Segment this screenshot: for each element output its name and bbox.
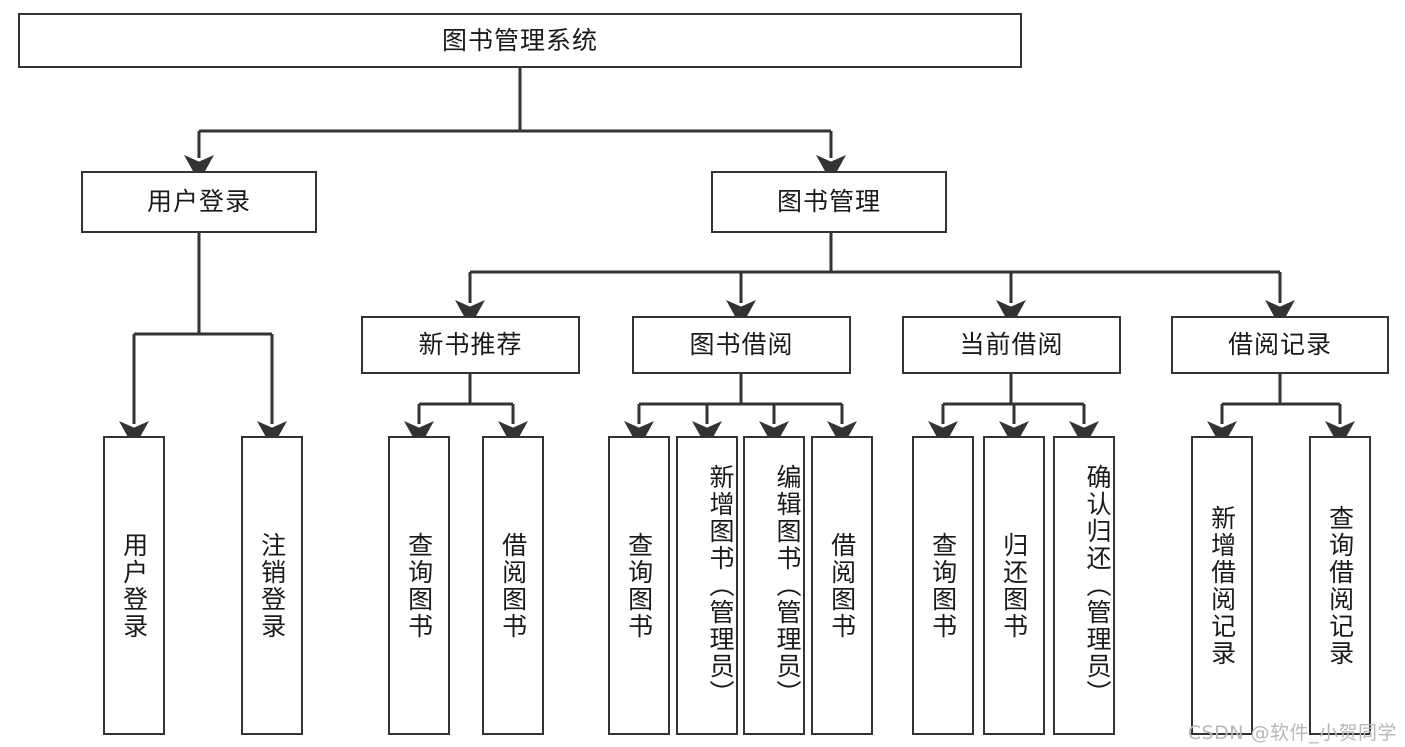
node-user-login-label: 用户登录 — [146, 187, 251, 217]
node-leaf-query-record-label: 查询借阅记录 — [1325, 504, 1355, 667]
node-borrow-record[interactable]: 借阅记录 — [1171, 316, 1389, 374]
node-leaf-query-book-1-label: 查询图书 — [404, 531, 434, 640]
node-user-login[interactable]: 用户登录 — [81, 171, 317, 233]
node-leaf-query-book-2[interactable]: 查询图书 — [608, 436, 670, 735]
node-leaf-query-book-3[interactable]: 查询图书 — [912, 436, 974, 735]
node-new-book-rec-label: 新书推荐 — [418, 330, 523, 360]
node-new-book-rec[interactable]: 新书推荐 — [361, 316, 580, 374]
node-leaf-query-record[interactable]: 查询借阅记录 — [1309, 436, 1371, 735]
node-leaf-query-book-1[interactable]: 查询图书 — [388, 436, 450, 735]
node-leaf-user-login-label: 用户登录 — [119, 531, 149, 640]
node-leaf-add-book[interactable]: 新增图书（管理员） — [676, 436, 738, 735]
node-leaf-return-book[interactable]: 归还图书 — [983, 436, 1045, 735]
node-book-borrow[interactable]: 图书借阅 — [632, 316, 851, 374]
node-borrow-record-label: 借阅记录 — [1227, 330, 1332, 360]
node-leaf-logout[interactable]: 注销登录 — [241, 436, 303, 735]
node-leaf-borrow-book-1[interactable]: 借阅图书 — [482, 436, 544, 735]
node-root[interactable]: 图书管理系统 — [18, 13, 1022, 68]
node-leaf-add-record[interactable]: 新增借阅记录 — [1191, 436, 1253, 735]
node-book-borrow-label: 图书借阅 — [689, 330, 794, 360]
node-leaf-confirm-return-label: 确认归还（管理员） — [1083, 464, 1112, 707]
node-leaf-confirm-return[interactable]: 确认归还（管理员） — [1053, 436, 1115, 735]
node-leaf-logout-label: 注销登录 — [257, 531, 287, 640]
node-current-borrow-label: 当前借阅 — [959, 330, 1064, 360]
node-book-manage-label: 图书管理 — [776, 187, 881, 217]
node-current-borrow[interactable]: 当前借阅 — [902, 316, 1121, 374]
node-leaf-add-book-label: 新增图书（管理员） — [706, 464, 735, 707]
node-root-label: 图书管理系统 — [441, 25, 598, 55]
node-leaf-user-login[interactable]: 用户登录 — [103, 436, 165, 735]
node-leaf-borrow-book-2-label: 借阅图书 — [827, 531, 857, 640]
node-leaf-borrow-book-2[interactable]: 借阅图书 — [811, 436, 873, 735]
node-leaf-edit-book-label: 编辑图书（管理员） — [773, 464, 802, 707]
node-leaf-add-record-label: 新增借阅记录 — [1207, 504, 1237, 667]
node-leaf-return-book-label: 归还图书 — [999, 531, 1029, 640]
csdn-watermark: CSDN @软件_小贺同学 — [1187, 722, 1397, 744]
node-leaf-edit-book[interactable]: 编辑图书（管理员） — [743, 436, 805, 735]
node-leaf-borrow-book-1-label: 借阅图书 — [498, 531, 528, 640]
node-book-manage[interactable]: 图书管理 — [711, 171, 947, 233]
node-leaf-query-book-2-label: 查询图书 — [624, 531, 654, 640]
node-leaf-query-book-3-label: 查询图书 — [928, 531, 958, 640]
